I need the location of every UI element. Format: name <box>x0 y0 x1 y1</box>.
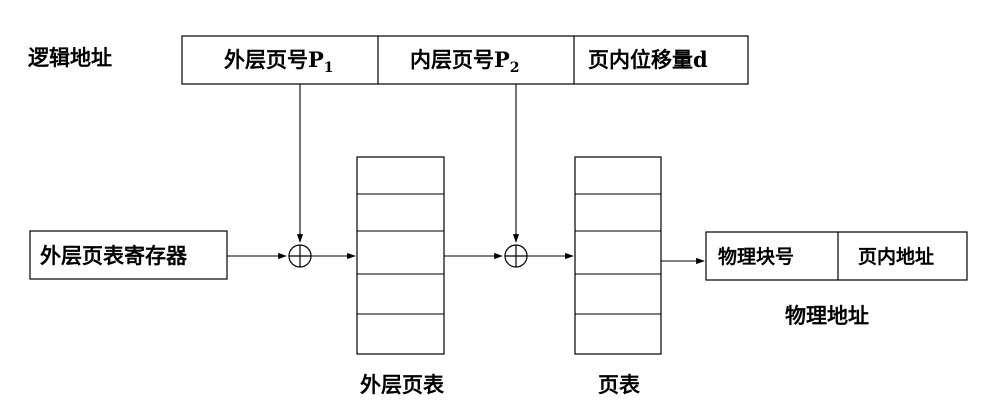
logical-address-label: 逻辑地址 <box>28 45 112 70</box>
outer-page-table-register-label: 外层页表寄存器 <box>40 243 188 268</box>
page-offset-field: 页内位移量d <box>588 47 708 72</box>
physical-address-bar: 物理块号 页内地址 <box>705 231 968 281</box>
outer-page-table <box>356 156 445 355</box>
logical-address-bar: 外层页号P1 内层页号P2 页内位移量d <box>181 35 749 85</box>
physical-block-number-field: 物理块号 <box>718 245 794 268</box>
outer-page-table-register: 外层页表寄存器 <box>29 230 228 280</box>
inner-page-number-text: 内层页号P <box>410 47 510 72</box>
physical-address-caption: 物理地址 <box>785 303 869 328</box>
adder-symbol-2 <box>504 244 528 268</box>
in-page-address-field: 页内地址 <box>858 245 934 268</box>
page-table <box>574 156 662 355</box>
outer-page-number-field: 外层页号P1 <box>224 47 334 76</box>
outer-page-table-caption: 外层页表 <box>360 372 445 397</box>
outer-page-number-text: 外层页号P <box>224 47 324 72</box>
page-table-caption: 页表 <box>598 372 641 397</box>
inner-page-number-subscript: 2 <box>510 60 520 76</box>
outer-page-number-subscript: 1 <box>324 60 334 76</box>
inner-page-number-field: 内层页号P2 <box>410 47 520 76</box>
adder-symbol-1 <box>288 244 312 268</box>
